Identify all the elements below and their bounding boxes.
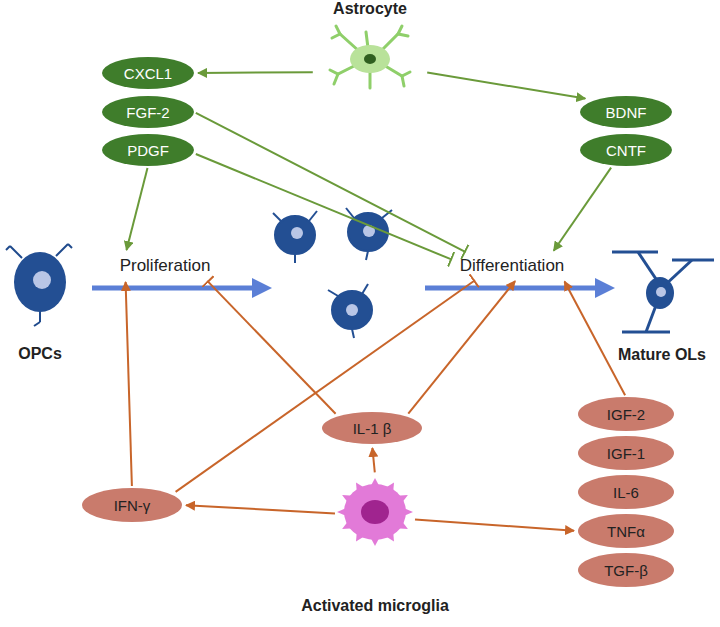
cell-figure: Mature OLs <box>608 238 716 364</box>
factor-label: CNTF <box>606 142 646 159</box>
arrow-connector <box>415 519 574 530</box>
factor-ellipse: TGF-β <box>578 553 674 587</box>
differentiation-arrow <box>425 286 605 291</box>
process-label: Proliferation <box>120 256 211 276</box>
cell-figure: Astrocyte <box>310 0 430 95</box>
cell-figure: Activated microglia <box>275 470 475 615</box>
cell-label: Activated microglia <box>275 597 475 615</box>
factor-ellipse: IGF-1 <box>578 436 674 470</box>
factor-ellipse: PDGF <box>102 134 194 166</box>
cell-label: OPCs <box>2 345 78 363</box>
inhibition-connector <box>196 113 466 252</box>
factor-label: PDGF <box>127 142 169 159</box>
process-label-box: Proliferation <box>116 254 215 278</box>
factor-label: IGF-1 <box>607 445 645 462</box>
factor-label: IGF-2 <box>607 406 645 423</box>
factor-label: IL-6 <box>613 484 639 501</box>
arrow-connector <box>126 282 132 486</box>
factor-label: IFN-γ <box>114 497 151 514</box>
arrow-connector <box>127 168 148 250</box>
factor-ellipse: IFN-γ <box>82 488 182 522</box>
arrow-connector <box>198 71 313 74</box>
process-label: Differentiation <box>460 256 565 276</box>
factor-ellipse: CXCL1 <box>102 57 194 89</box>
inhibition-connector <box>196 154 452 260</box>
arrow-connector <box>372 448 374 472</box>
cell-figure: OPCs <box>2 228 78 363</box>
process-label-box: Differentiation <box>456 254 569 278</box>
arrow-connector <box>408 281 515 414</box>
cell-label: Mature OLs <box>608 346 716 364</box>
factor-ellipse: TNFα <box>578 514 674 548</box>
factor-label: FGF-2 <box>126 104 169 121</box>
arrow-connector <box>565 282 626 396</box>
arrow-connector <box>186 505 335 513</box>
factor-label: TNFα <box>607 523 645 540</box>
cell-label: Astrocyte <box>310 0 430 18</box>
factor-label: BDNF <box>606 104 647 121</box>
factor-ellipse: CNTF <box>580 134 672 166</box>
factor-ellipse: FGF-2 <box>102 96 194 128</box>
proliferation-arrow <box>92 286 262 291</box>
factor-ellipse: IGF-2 <box>578 397 674 431</box>
arrow-connector <box>427 73 585 99</box>
factor-label: IL-1 β <box>353 420 392 437</box>
factor-ellipse: IL-6 <box>578 475 674 509</box>
factor-label: CXCL1 <box>124 65 172 82</box>
factor-ellipse: IL-1 β <box>322 412 422 444</box>
factor-label: TGF-β <box>604 562 648 579</box>
factor-ellipse: BDNF <box>580 96 672 128</box>
inhibition-connector <box>207 281 335 414</box>
arrow-connector <box>554 168 611 251</box>
